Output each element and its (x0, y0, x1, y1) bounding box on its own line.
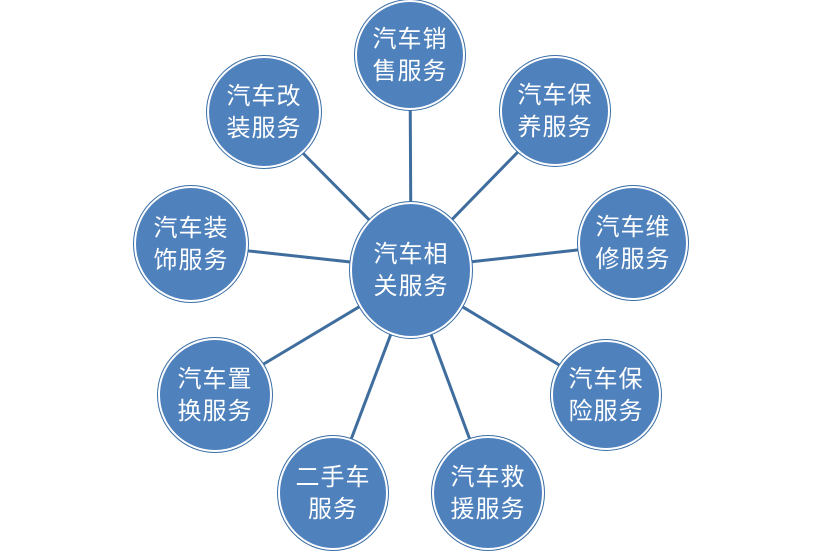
node-sales: 汽车销 售服务 (355, 0, 465, 110)
node-used-car: 二手车 服务 (278, 436, 388, 550)
center-node: 汽车相 关服务 (350, 202, 472, 338)
node-sales-label: 汽车销 售服务 (372, 25, 448, 85)
connector-node-decoration (247, 249, 351, 264)
node-repair-label: 汽车维 修服务 (595, 213, 671, 273)
connector-node-used-car (349, 333, 393, 440)
connector-node-modification (301, 151, 371, 222)
center-node-label: 汽车相 关服务 (373, 240, 449, 300)
node-maintenance-label: 汽车保 养服务 (517, 81, 593, 141)
node-trade-in: 汽车置 换服务 (158, 338, 272, 452)
node-rescue-label: 汽车救 援服务 (450, 463, 526, 523)
node-decoration: 汽车装 饰服务 (134, 186, 248, 302)
node-modification-label: 汽车改 装服务 (226, 82, 302, 142)
connector-node-rescue (429, 333, 472, 440)
connector-node-maintenance (450, 150, 520, 221)
connector-node-trade-in (262, 305, 361, 366)
node-maintenance: 汽车保 养服务 (500, 56, 610, 166)
node-trade-in-label: 汽车置 换服务 (177, 365, 253, 425)
node-used-car-label: 二手车 服务 (295, 463, 371, 523)
connector-node-insurance (461, 305, 561, 367)
connector-node-repair (471, 248, 579, 264)
node-repair: 汽车维 修服务 (578, 186, 688, 300)
node-modification: 汽车改 装服务 (207, 56, 321, 168)
node-rescue: 汽车救 援服务 (432, 436, 544, 550)
node-insurance-label: 汽车保 险服务 (568, 365, 644, 425)
node-insurance: 汽车保 险服务 (551, 340, 661, 450)
node-decoration-label: 汽车装 饰服务 (153, 214, 229, 274)
